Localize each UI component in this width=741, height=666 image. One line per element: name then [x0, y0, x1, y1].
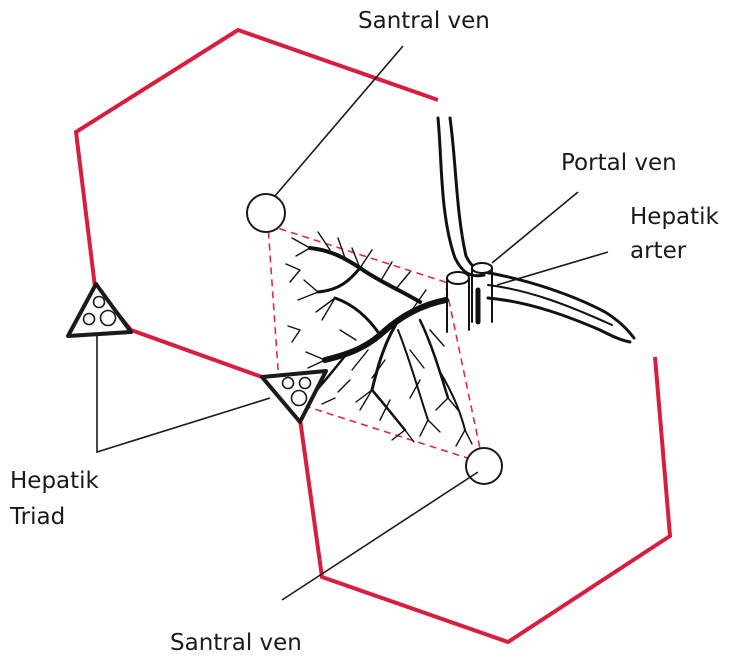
label-central-vein-top: Santral ven: [358, 8, 490, 34]
label-hepatic-artery-line1: Hepatik: [630, 204, 720, 230]
label-hepatic-artery-line2: arter: [630, 238, 687, 264]
hepatic-triad-marker-left: [68, 284, 131, 336]
label-hepatic-triad-line2: Triad: [9, 504, 65, 530]
lower-lobule-outline: [299, 357, 670, 642]
central-vein-top: [247, 194, 285, 232]
leader-portal-vein: [492, 192, 578, 263]
label-hepatic-triad-line1: Hepatik: [10, 468, 100, 494]
leader-hepatic-triad: [97, 334, 270, 452]
hepatic-triad-marker-right: [262, 371, 326, 422]
label-portal-vein: Portal ven: [561, 150, 677, 176]
leader-central-vein-top: [275, 46, 403, 196]
leader-hepatic-artery: [497, 252, 608, 285]
central-vein-bottom: [466, 448, 502, 484]
label-central-vein-bottom: Santral ven: [170, 630, 302, 656]
